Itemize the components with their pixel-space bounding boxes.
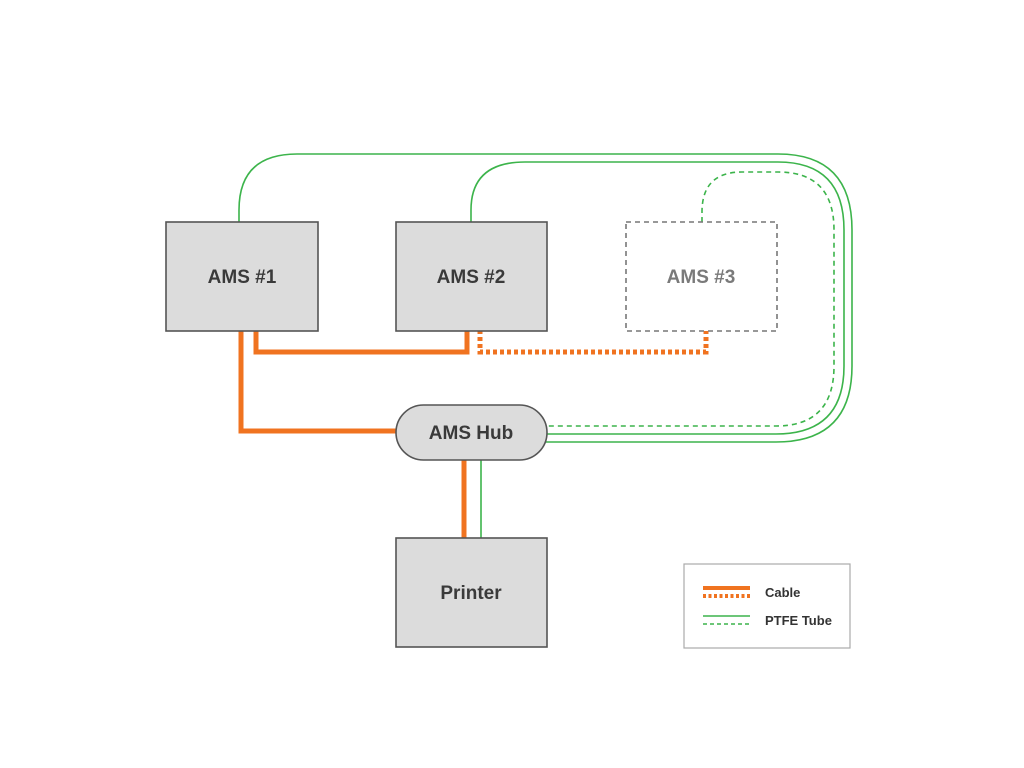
cable-ams2-ams3-dotted bbox=[477, 330, 709, 355]
legend: Cable PTFE Tube bbox=[683, 563, 851, 649]
ams-hub-label: AMS Hub bbox=[429, 423, 513, 444]
ams1-box: AMS #1 bbox=[165, 221, 319, 332]
cables bbox=[238, 330, 709, 538]
ams-hub-node: AMS Hub bbox=[395, 404, 548, 461]
cable-ams1-hub bbox=[238, 330, 400, 434]
ams2-label: AMS #2 bbox=[437, 267, 506, 288]
ptfe-tube-ams1 bbox=[238, 153, 853, 443]
legend-cable-label: Cable bbox=[765, 585, 800, 600]
ams1-label: AMS #1 bbox=[208, 267, 277, 288]
ptfe-tubes bbox=[238, 153, 853, 538]
ams3-label: AMS #3 bbox=[667, 267, 736, 288]
ams3-box-optional: AMS #3 bbox=[625, 221, 778, 332]
printer-box: Printer bbox=[395, 537, 548, 648]
legend-ptfe-label: PTFE Tube bbox=[765, 613, 832, 628]
ptfe-tube-ams2 bbox=[470, 161, 845, 435]
ams2-box: AMS #2 bbox=[395, 221, 548, 332]
cable-ams1-ams2 bbox=[253, 330, 470, 355]
ptfe-tube-ams3-dashed bbox=[546, 171, 835, 427]
printer-label: Printer bbox=[440, 583, 502, 604]
